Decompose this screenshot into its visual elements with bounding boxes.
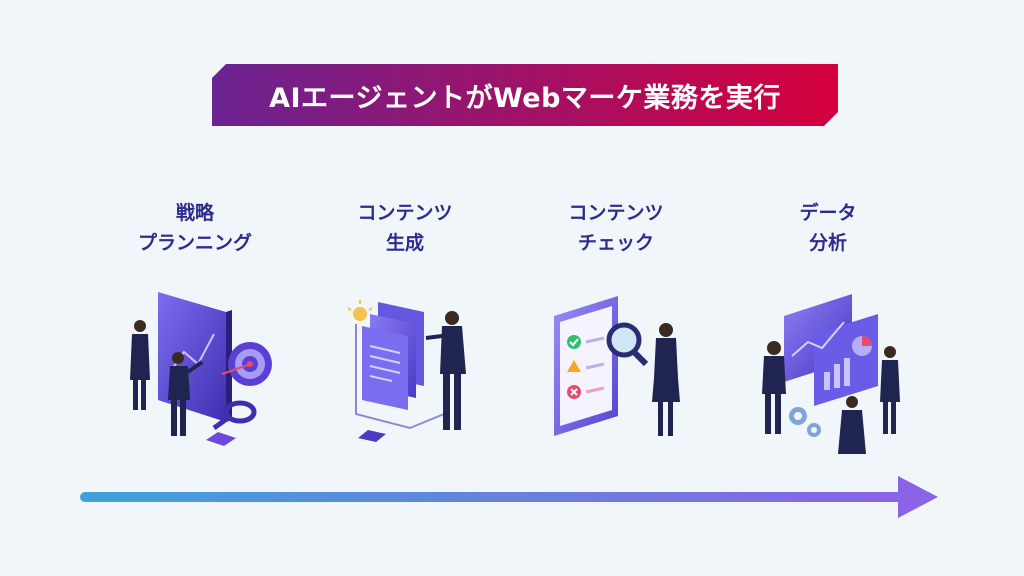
banner-title: AIエージェントがWebマーケ業務を実行 (269, 82, 781, 114)
content-generation-illustration (347, 300, 466, 442)
title-banner: AIエージェントがWebマーケ業務を実行 (212, 64, 838, 126)
content-check-illustration (554, 296, 680, 436)
step-label-line2: 生成 (385, 232, 424, 254)
progress-arrow (80, 476, 938, 518)
step-label-line2: プランニング (137, 232, 252, 254)
step-label-line1: データ (799, 202, 857, 224)
data-analysis-illustration (762, 294, 900, 454)
step-label-content-check: コンテンツ チェック (521, 198, 711, 258)
step-label-data-analysis: データ 分析 (733, 198, 923, 258)
step-label-line2: チェック (577, 232, 654, 254)
strategy-planning-illustration (130, 292, 272, 446)
banner-background (212, 64, 838, 126)
step-label-line1: 戦略 (175, 202, 214, 224)
step-label-content-generation: コンテンツ 生成 (310, 198, 500, 258)
step-label-line2: 分析 (808, 232, 847, 254)
step-label-strategy: 戦略 プランニング (100, 198, 290, 258)
step-label-line1: コンテンツ (568, 202, 664, 224)
step-label-line1: コンテンツ (357, 202, 453, 224)
